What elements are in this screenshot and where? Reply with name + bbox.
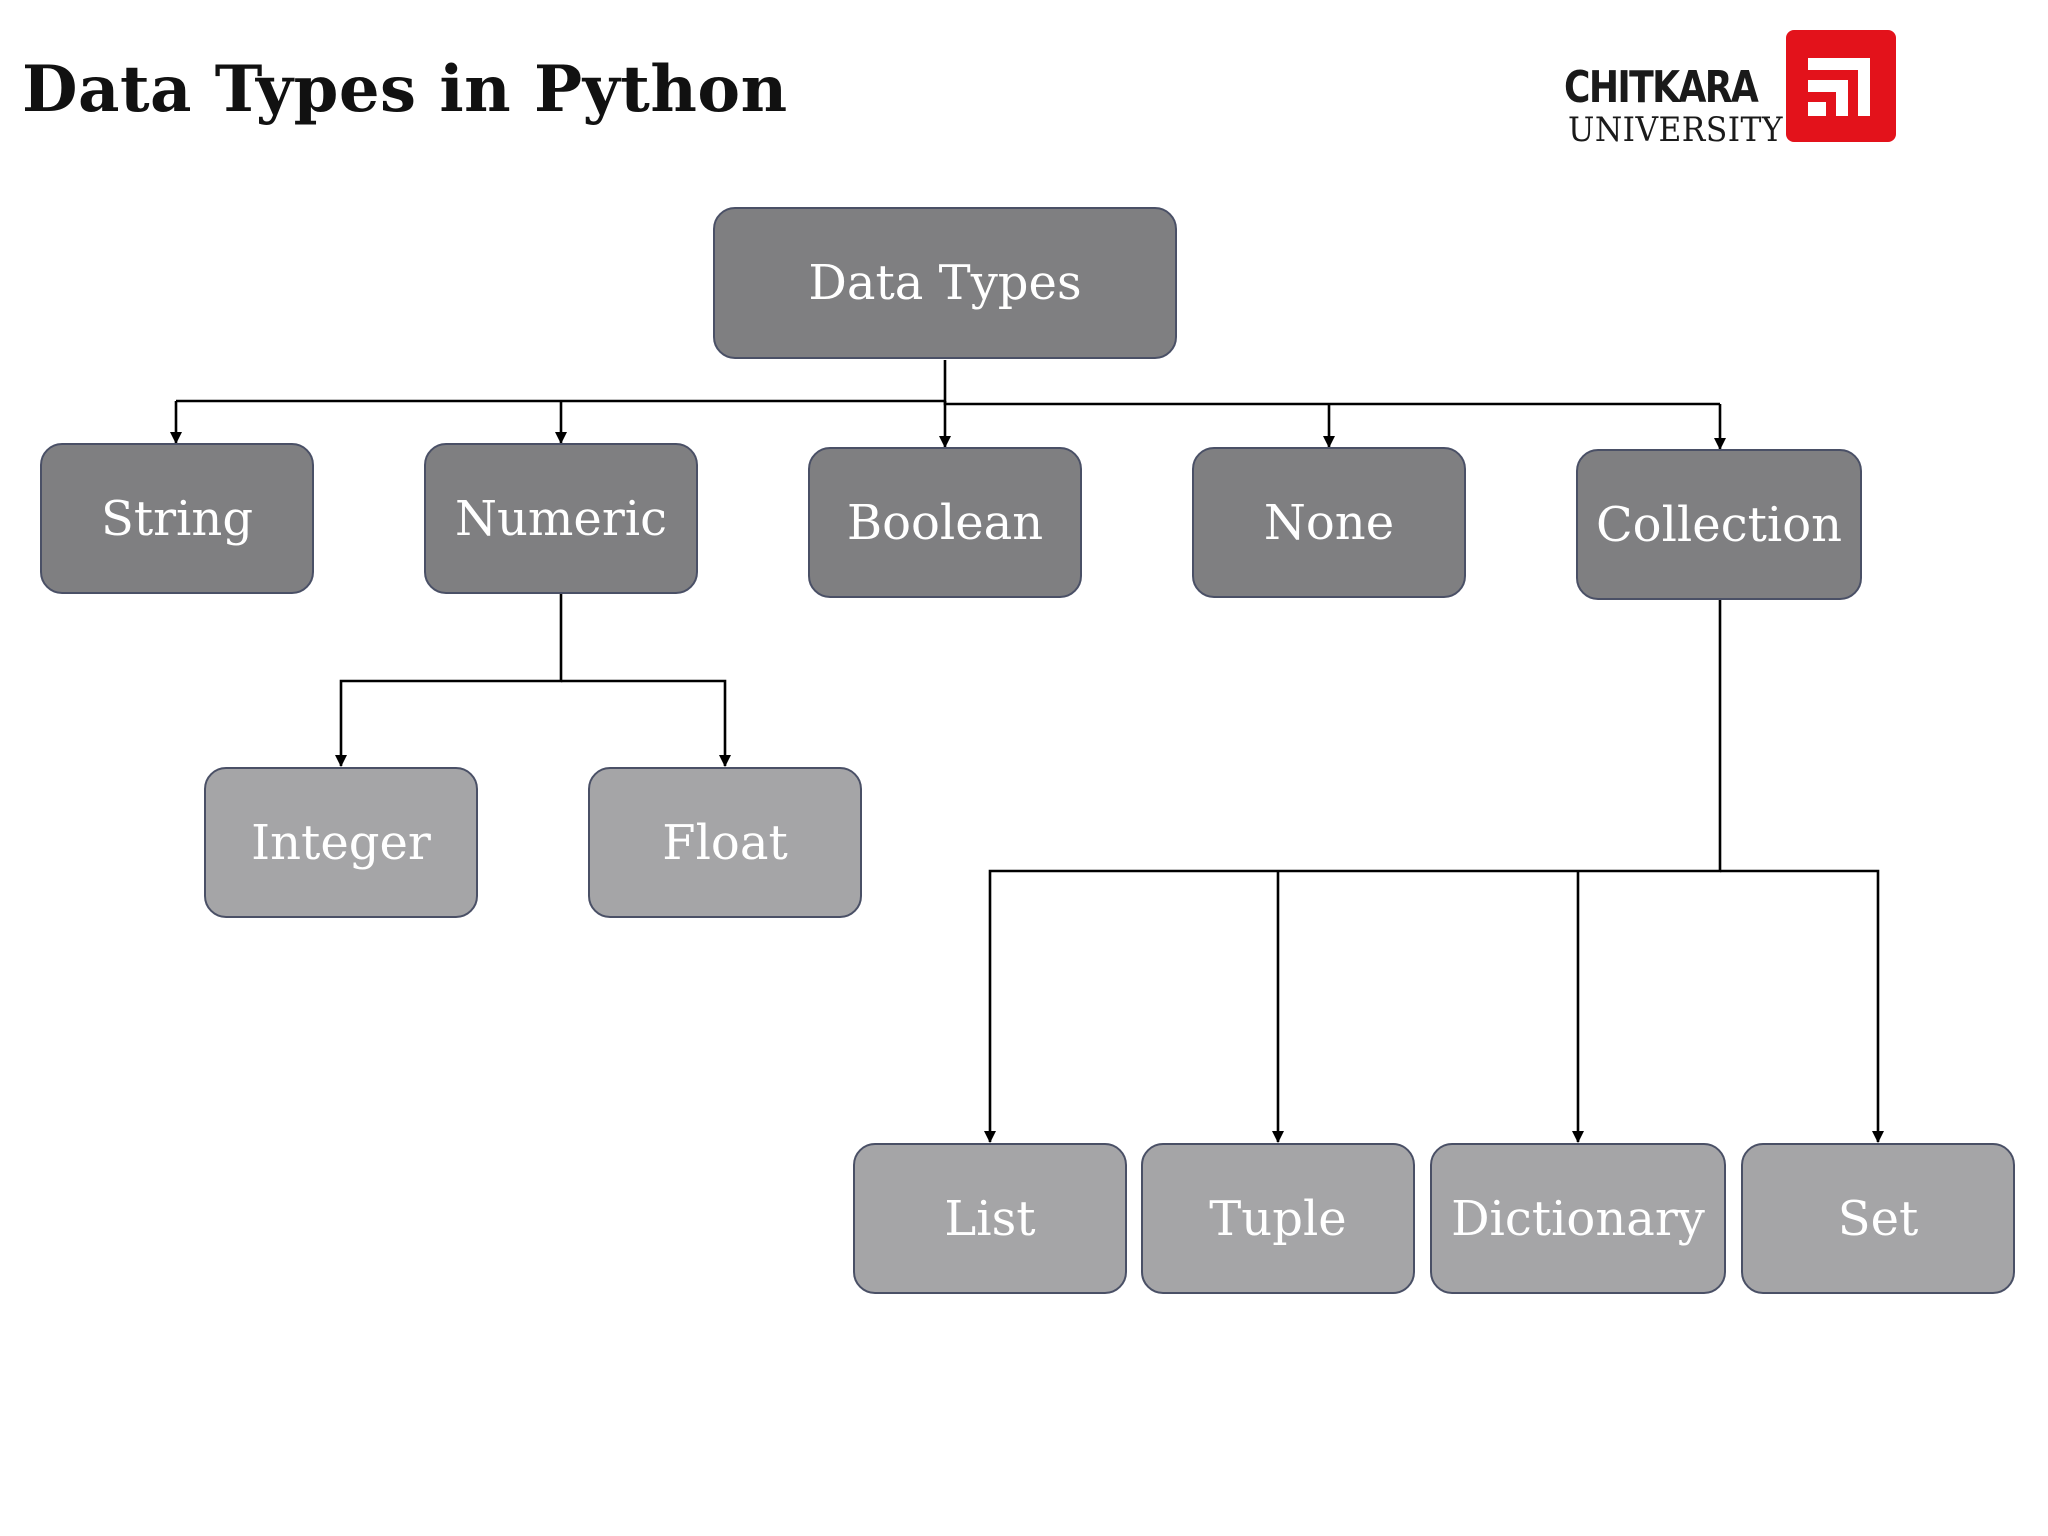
- connector-numeric-rail: [335, 594, 563, 767]
- logo-mark-glyph-icon: [1808, 58, 1870, 116]
- university-logo: CHITKARA UNIVERSITY: [1558, 28, 1898, 150]
- node-data-types: Data Types: [713, 207, 1177, 359]
- node-float: Float: [588, 767, 862, 918]
- page-title: Data Types in Python: [22, 52, 788, 127]
- node-tuple: Tuple: [1141, 1143, 1415, 1294]
- logo-subtitle: UNIVERSITY: [1568, 110, 1783, 150]
- node-boolean: Boolean: [808, 447, 1082, 598]
- node-numeric: Numeric: [424, 443, 698, 594]
- node-set: Set: [1741, 1143, 2015, 1294]
- node-list: List: [853, 1143, 1127, 1294]
- connector-collection-rail: [984, 600, 1722, 1143]
- node-none: None: [1192, 447, 1466, 598]
- node-string: String: [40, 443, 314, 594]
- node-dictionary: Dictionary: [1430, 1143, 1726, 1294]
- connector-root-level1-rail: [176, 360, 947, 403]
- node-integer: Integer: [204, 767, 478, 918]
- node-collection: Collection: [1576, 449, 1862, 600]
- logo-name: CHITKARA: [1564, 62, 1759, 113]
- logo-mark-icon: [1786, 30, 1896, 142]
